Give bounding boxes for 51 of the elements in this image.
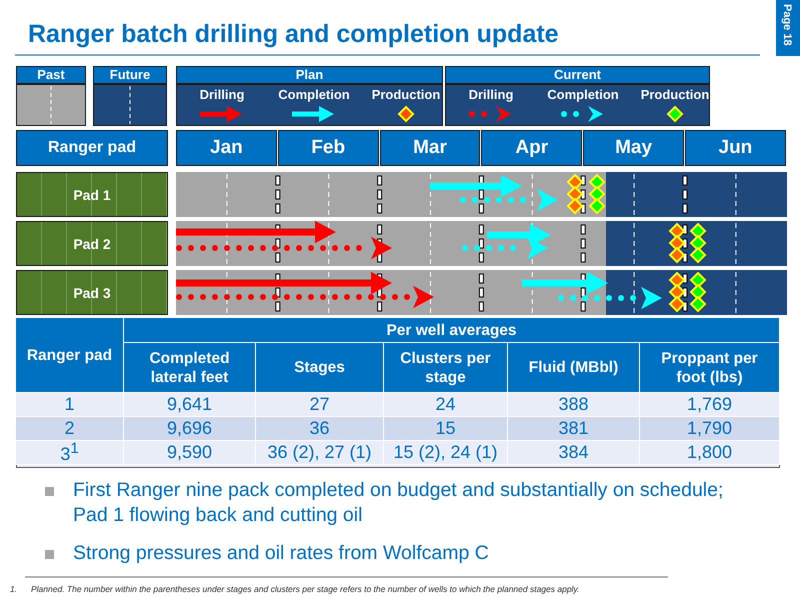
legend-label: Drilling — [468, 87, 514, 102]
footnote: Planned. The number within the parentheses under stages and clusters per stage refers to the number of wells to which the planned stages apply. — [31, 584, 580, 594]
month-header: Jun — [685, 130, 786, 166]
table-header: Proppant per foot (lbs) — [640, 343, 780, 393]
table-cell: 1,800 — [640, 441, 780, 465]
legend-label: Drilling — [198, 87, 246, 102]
table-cell: 15 — [384, 417, 508, 441]
table-cell: 36 (2), 27 (1) — [256, 441, 384, 465]
bullet-text: First Ranger nine pack completed on budget and substantially on schedule; Pad 1 flowing back and cutting oil — [73, 478, 724, 528]
table-cell: 1,790 — [640, 417, 780, 441]
table-header: Stages — [256, 343, 384, 393]
legend-label: Past — [16, 66, 86, 84]
legend-label: Production — [370, 87, 442, 102]
panel-header: Plan — [176, 66, 443, 84]
legend-label: Completion — [277, 87, 351, 102]
table-header: Per well averages — [124, 318, 780, 343]
month-header: May — [583, 130, 684, 166]
table-cell: 381 — [508, 417, 640, 441]
table-cell: 2 — [16, 417, 124, 441]
legend-label: Production — [640, 87, 710, 102]
table-cell: 388 — [508, 393, 640, 417]
table-cell: 15 (2), 24 (1) — [384, 441, 508, 465]
table-cell: 9,590 — [124, 441, 256, 465]
pad-label-box: Pad 1 — [16, 172, 168, 217]
table-header: Fluid (MBbl) — [508, 343, 640, 393]
month-header: Jan — [176, 130, 277, 166]
month-header: Mar — [380, 130, 480, 166]
footnote-number: 1. — [10, 584, 18, 594]
pad-label-box: Pad 2 — [16, 221, 168, 266]
table-cell: 384 — [508, 441, 640, 465]
legend-label: Completion — [546, 87, 620, 102]
bullet-text: Strong pressures and oil rates from Wolfcamp C — [73, 541, 490, 566]
table-cell: 9,641 — [124, 393, 256, 417]
title: Ranger batch drilling and completion update — [28, 20, 560, 49]
month-header: Feb — [278, 130, 379, 166]
table-cell: 27 — [256, 393, 384, 417]
table-cell: 1,769 — [640, 393, 780, 417]
table-cell: 1 — [16, 393, 124, 417]
table-cell: 24 — [384, 393, 508, 417]
table-header: Ranger pad — [16, 318, 124, 393]
table-cell: 36 — [256, 417, 384, 441]
table-header: Clusters per stage — [384, 343, 508, 393]
table-cell: 9,696 — [124, 417, 256, 441]
table-cell: 3$^{1}$ — [16, 441, 124, 465]
page-number: Page 18 — [781, 4, 793, 46]
month-header: Apr — [481, 130, 582, 166]
column-header: Ranger pad — [16, 130, 168, 166]
legend-label: Future — [93, 66, 167, 84]
pad-label-box: Pad 3 — [16, 270, 168, 315]
table-header: Completed lateral feet — [124, 343, 256, 393]
panel-header: Current — [445, 66, 710, 84]
